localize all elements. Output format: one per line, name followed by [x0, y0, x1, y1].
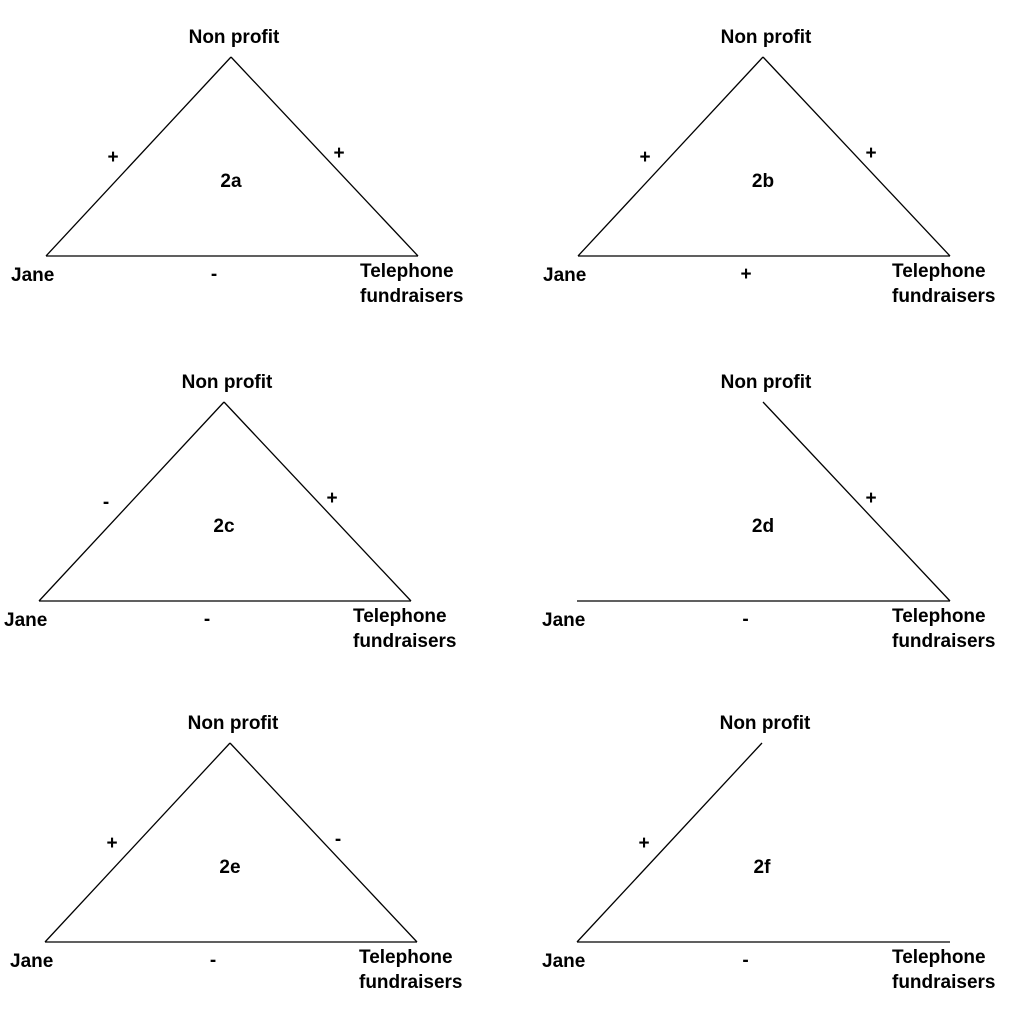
node-label-fundraisers-line2: fundraisers	[892, 286, 995, 307]
node-label-jane: Jane	[543, 265, 586, 286]
node-label-fundraisers-line1: Telephone	[892, 261, 986, 282]
node-label-fundraisers-line1: Telephone	[359, 947, 453, 968]
diagram-id-label: 2d	[752, 516, 774, 537]
diagram-id-label: 2f	[754, 857, 772, 878]
node-label-fundraisers-line1: Telephone	[353, 606, 447, 627]
node-label-fundraisers-line2: fundraisers	[353, 631, 456, 652]
diagram-id-label: 2b	[752, 171, 774, 192]
edge-jane-nonprofit	[44, 742, 231, 943]
edge-nonprofit-fundraisers	[229, 742, 418, 943]
node-label-nonprofit: Non profit	[720, 713, 811, 734]
edge-sign-nonprofit-fundraisers: +	[865, 488, 876, 509]
node-label-fundraisers-line1: Telephone	[892, 947, 986, 968]
edge-sign-jane-fundraisers: -	[742, 609, 748, 630]
edge-sign-jane-nonprofit: +	[107, 147, 118, 168]
edge-sign-jane-nonprofit: +	[106, 833, 117, 854]
node-label-fundraisers-line2: fundraisers	[359, 972, 462, 993]
node-label-fundraisers-line1: Telephone	[360, 261, 454, 282]
node-label-nonprofit: Non profit	[188, 713, 279, 734]
edge-sign-jane-fundraisers: -	[204, 609, 210, 630]
edge-sign-jane-nonprofit: -	[103, 492, 109, 513]
node-label-jane: Jane	[542, 610, 585, 631]
edge-nonprofit-fundraisers	[223, 401, 412, 602]
node-label-nonprofit: Non profit	[189, 27, 280, 48]
edge-sign-jane-fundraisers: -	[742, 950, 748, 971]
edge-sign-jane-nonprofit: +	[638, 833, 649, 854]
node-label-fundraisers-line1: Telephone	[892, 606, 986, 627]
node-label-nonprofit: Non profit	[721, 372, 812, 393]
edge-jane-nonprofit	[45, 56, 232, 257]
edge-sign-jane-nonprofit: +	[639, 147, 650, 168]
node-label-nonprofit: Non profit	[721, 27, 812, 48]
edge-sign-jane-fundraisers: +	[740, 264, 751, 285]
edge-sign-nonprofit-fundraisers: -	[335, 829, 341, 850]
edge-jane-nonprofit	[577, 56, 764, 257]
edge-nonprofit-fundraisers	[230, 56, 419, 257]
node-label-fundraisers-line2: fundraisers	[360, 286, 463, 307]
diagram-id-label: 2a	[220, 171, 242, 192]
node-label-fundraisers-line2: fundraisers	[892, 972, 995, 993]
edge-sign-nonprofit-fundraisers: +	[326, 488, 337, 509]
edge-jane-nonprofit	[576, 742, 763, 943]
edge-sign-jane-fundraisers: -	[210, 950, 216, 971]
node-label-nonprofit: Non profit	[182, 372, 273, 393]
node-label-jane: Jane	[10, 951, 53, 972]
edge-nonprofit-fundraisers	[762, 401, 951, 602]
diagram-id-label: 2c	[213, 516, 235, 537]
edge-sign-jane-fundraisers: -	[211, 264, 217, 285]
edge-nonprofit-fundraisers	[762, 56, 951, 257]
node-label-fundraisers-line2: fundraisers	[892, 631, 995, 652]
edge-sign-nonprofit-fundraisers: +	[865, 143, 876, 164]
edge-sign-nonprofit-fundraisers: +	[333, 143, 344, 164]
node-label-jane: Jane	[4, 610, 47, 631]
edge-jane-nonprofit	[38, 401, 225, 602]
node-label-jane: Jane	[542, 951, 585, 972]
node-label-jane: Jane	[11, 265, 54, 286]
diagram-id-label: 2e	[219, 857, 240, 878]
